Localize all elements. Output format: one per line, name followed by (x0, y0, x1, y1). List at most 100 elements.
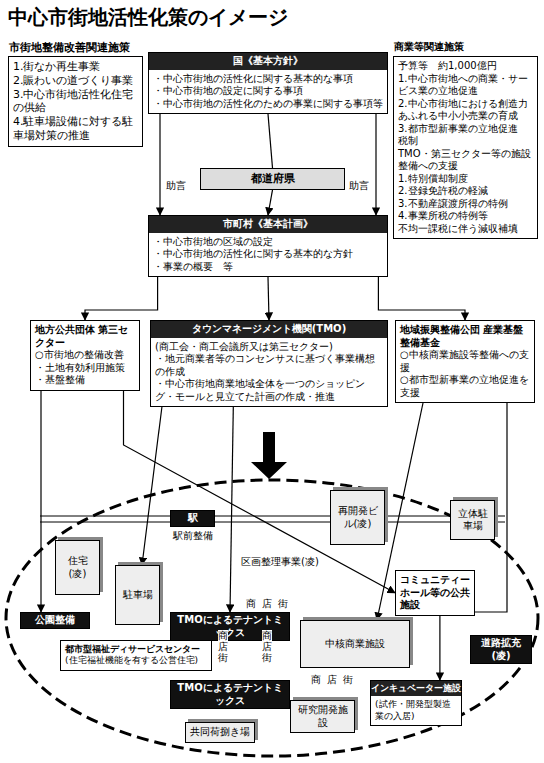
node-heading: 立体駐車場 (455, 508, 490, 533)
connector-arrow (85, 277, 158, 320)
node-text: ・中心市街地の活性化に関する基本的な方針 (153, 248, 383, 261)
node-text: ・土地有効利用施策 (35, 362, 135, 375)
building: 住宅(凌) (55, 540, 100, 595)
rail-line (40, 516, 505, 517)
building: 共同荷捌き場 (185, 722, 255, 743)
node-text: ・中心市街地商業地域全体を一つのショッピング・モールと見立てた計画の作成・推進 (155, 378, 383, 403)
connector-arrow (40, 391, 41, 613)
node-text: (商工会・商工会議所又は第三セクター) (155, 341, 383, 354)
node-heading: コミュニティーホール等の公共施設 (400, 574, 470, 612)
edge-label: 助言 (165, 180, 187, 192)
incubator-box: インキュベーター施設 (試作・開発型製造業の入居) (370, 680, 462, 726)
building: 研究開発施設 (290, 700, 355, 733)
node-heading: 国《基本方針》 (149, 53, 387, 70)
facility-box: コミュニティーホール等の公共施設 (395, 570, 475, 616)
node-text: 1.特別償却制度 (398, 173, 533, 186)
node-text: ・中心市街地の設定に関する事項 (153, 85, 383, 98)
node-heading: 地方公共団体 第三セクター (35, 324, 135, 349)
municipal-box: 市町村《基本計画》・中心市街地の区域の設定・中心市街地の活性化に関する基本的な方… (148, 215, 388, 277)
map-label: 区画整理事業(凌) (240, 556, 320, 568)
edge-label: 助言 (348, 180, 370, 192)
thick-arrow (251, 432, 287, 479)
diagram-title: 中心市街地活性化策のイメージ (8, 4, 288, 31)
map-label: 商店街 (245, 598, 295, 610)
node-text: 予算等 約1,000億円 (398, 60, 533, 73)
node-heading: 公園整備 (24, 614, 86, 627)
node-heading: 駅 (174, 512, 211, 525)
policy-box: 市街地整備改善関連施策1.街なか再生事業2.賑わいの道づくり事業3.中心市街地活… (8, 56, 143, 147)
node-text: 3.不動産譲渡所得の特例 (398, 198, 533, 211)
node-text: 4.駐車場設備に対する駐車場対策の推進 (13, 115, 138, 143)
node-text: ・事業の概要 等 (153, 261, 383, 274)
node-heading: 都道府県 (205, 172, 340, 186)
node-text: ・中心市街地の活性化のための事業に関する事項等 (153, 98, 383, 111)
node-text: ・中心市街地の区域の設定 (153, 236, 383, 249)
tmo-box: タウンマネージメント機関(TMO) (商工会・商工会議所又は第三セクター)・地元商… (150, 320, 388, 407)
node-text: ・基盤整備 (35, 374, 135, 387)
node-heading: インキュベーター施設 (371, 681, 461, 696)
node-heading: 再開発ビル(凌) (335, 505, 380, 530)
connector-arrow (268, 190, 273, 215)
node-heading: 駐車場 (120, 589, 155, 602)
node-text: ・地元商業者等のコンセンサスに基づく事業構想の作成 (155, 353, 383, 378)
node-heading: 市町村《基本計画》 (149, 216, 387, 233)
connector-arrow (378, 277, 465, 320)
facility-box: 都市型福祉ディサービスセンター(住宅福祉機能を有する公営住宅) (60, 640, 212, 671)
national-box: 国《基本方針》・中心市街地の活性化に関する基本的な事項・中心市街地の設定に関する… (148, 52, 388, 114)
node-text: 不均一課税に伴う減収補填 (398, 223, 533, 236)
prefecture-box: 都道府県 (200, 168, 345, 190)
connector-arrow (124, 391, 396, 593)
node-text: 2.賑わいの道づくり事業 (13, 74, 138, 88)
node-heading: 道路拡充(凌) (474, 637, 528, 662)
node-heading: TMOによるテナントミックス (174, 682, 286, 707)
node-text: 2.登録免許税の軽減 (398, 185, 533, 198)
node-text: 3.都市型新事業の立地促進 (398, 123, 533, 136)
tenant-band: TMOによるテナントミックス (170, 612, 290, 641)
node-heading: 中核商業施設 (305, 638, 405, 651)
tenant-band: TMOによるテナントミックス (170, 680, 290, 709)
node-heading: 市街地整備改善関連施策 (9, 41, 130, 55)
node-heading: 研究開発施設 (295, 704, 350, 729)
node-heading: 商業等関連施策 (394, 41, 464, 54)
node-text: 3.中心市街地活性化住宅の供給 (13, 88, 138, 116)
policy-box: 商業等関連施策予算等 約1,000億円1.中心市街地への商業・サービス業の立地促… (393, 56, 538, 239)
node-heading: タウンマネージメント機関(TMO) (151, 321, 387, 338)
node-heading: 地域振興整備公団 産業基盤整備基金 (400, 324, 530, 349)
node-text: ・中心市街地の活性化に関する基本的な事項 (153, 73, 383, 86)
node-text: ○中核商業施設等整備への支援 (400, 349, 530, 374)
connector-arrow (268, 277, 269, 320)
connector-arrow (159, 114, 160, 215)
node-text: ○市街地の整備改善 (35, 349, 135, 362)
building: 駐車場 (115, 565, 160, 625)
node-heading: 共同荷捌き場 (190, 726, 250, 739)
node-text: 1.街なか再生事業 (13, 60, 138, 74)
node-text: ○都市型新事業の立地促進を支援 (400, 374, 530, 399)
street-label-vertical: 商店街 (262, 630, 272, 663)
building: 中核商業施設 (300, 620, 410, 668)
node-text: (試作・開発型製造業の入居) (375, 699, 457, 722)
connector-arrow (375, 114, 376, 215)
road-band: 道路拡充(凌) (470, 635, 532, 664)
map-label: 商店街 (310, 674, 360, 686)
node-heading: 都市型福祉ディサービスセンター (65, 644, 207, 655)
node-text: (住宅福祉機能を有する公営住宅) (65, 655, 207, 666)
node-text: 1.中心市街地への商業・サービス業の立地促進 (398, 73, 533, 98)
connector-arrow (230, 407, 233, 612)
station-band: 駅 (170, 510, 215, 527)
connector-arrow (142, 407, 162, 565)
map-label: 駅前整備 (172, 530, 214, 542)
park-band: 公園整備 (20, 612, 90, 629)
node-text: 4.事業所税の特例等 (398, 210, 533, 223)
node-text: 2.中心市街地における創造力あふれる中小小売業の育成 (398, 98, 533, 123)
organization-box: 地域振興整備公団 産業基盤整備基金○中核商業施設等整備への支援○都市型新事業の立… (395, 320, 535, 403)
street-label-vertical: 商店街 (218, 630, 228, 663)
town-area-ellipse (6, 480, 538, 756)
organization-box: 地方公共団体 第三セクター○市街地の整備改善・土地有効利用施策・基盤整備 (30, 320, 140, 391)
node-heading: 住宅(凌) (60, 555, 95, 580)
rail-line (40, 522, 505, 523)
connector-arrow (268, 114, 273, 168)
node-text: TMO・第三セクター等の施設整備への支援 (398, 148, 533, 173)
building: 再開発ビル(凌) (330, 490, 385, 545)
node-text: 税制 (398, 135, 533, 148)
